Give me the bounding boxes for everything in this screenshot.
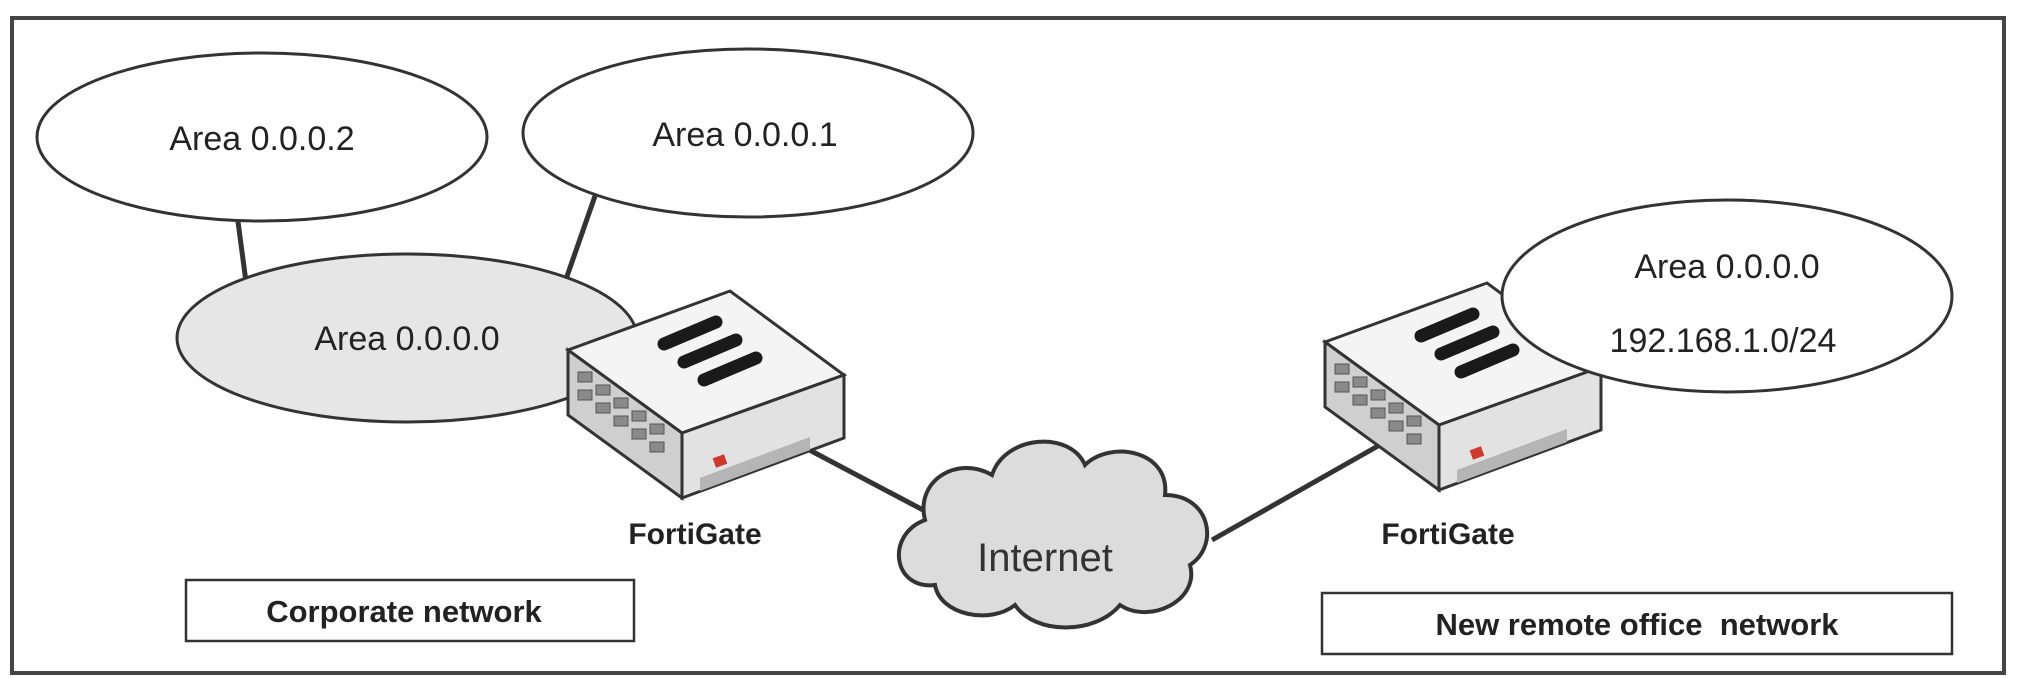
device-side-face <box>1437 364 1603 493</box>
fortinet-logo-icon <box>1414 307 1520 379</box>
link-internet-to-remote-fortigate <box>1210 439 1387 543</box>
device-vent-strip <box>1457 429 1567 483</box>
device-ports-icon <box>577 371 665 453</box>
link-area2-to-backbone <box>234 213 249 283</box>
device-side-face <box>680 372 846 501</box>
link-corp-fortigate-to-internet <box>798 442 944 523</box>
internet-cloud-icon <box>896 439 1210 630</box>
corporate-fortigate-label: FortiGate <box>628 518 761 551</box>
remote-subnet-label: 192.168.1.0/24 <box>1610 322 1837 360</box>
remote-network-label: New remote office network <box>1435 607 1839 642</box>
fortinet-logo-icon <box>657 315 763 387</box>
device-status-led <box>712 454 728 468</box>
connection-lines <box>234 195 1387 543</box>
area-0-0-0-2-ellipse <box>35 51 489 223</box>
device-status-led <box>1469 446 1485 460</box>
corporate-network-box <box>184 578 636 643</box>
remote-area-ellipse <box>1500 198 1954 394</box>
internet-label: Internet <box>977 536 1113 580</box>
device-ports-icon <box>1334 363 1422 445</box>
remote-area-label: Area 0.0.0.0 <box>1634 248 1819 286</box>
remote-fortigate-label: FortiGate <box>1381 518 1514 551</box>
corporate-network-label: Corporate network <box>266 594 542 629</box>
device-vent-strip <box>700 437 810 491</box>
corporate-fortigate-device <box>564 289 848 501</box>
area-0-0-0-1-ellipse <box>521 47 975 219</box>
link-area1-to-backbone <box>562 195 598 283</box>
area-0-0-0-2-label: Area 0.0.0.2 <box>169 120 354 158</box>
area-0-0-0-1-label: Area 0.0.0.1 <box>652 116 837 154</box>
backbone-area-label: Area 0.0.0.0 <box>314 320 499 358</box>
remote-network-box <box>1320 591 1954 656</box>
